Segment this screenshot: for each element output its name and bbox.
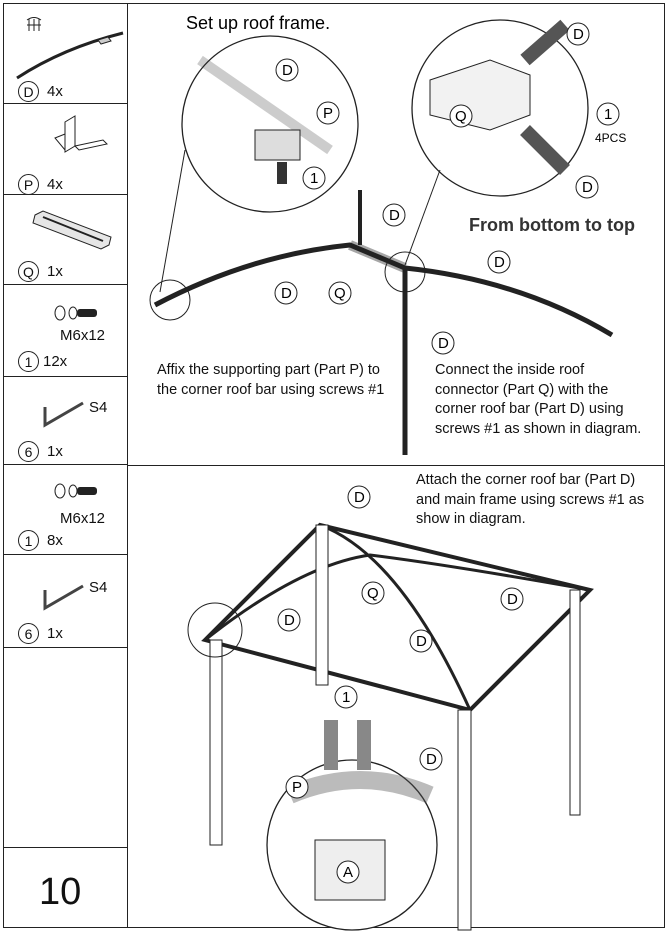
- svg-text:P: P: [292, 779, 302, 796]
- part-badge: 1 8x: [18, 530, 63, 551]
- part-badge: 6 1x: [18, 441, 63, 462]
- part-qty: 1x: [47, 263, 63, 280]
- svg-text:D: D: [416, 633, 427, 650]
- label-d: D: [347, 485, 371, 509]
- step-divider: [128, 465, 665, 466]
- svg-text:D: D: [426, 751, 437, 768]
- part-badge: Q 1x: [18, 261, 63, 282]
- roof-connector-icon: [32, 210, 112, 250]
- svg-text:Q: Q: [367, 585, 379, 602]
- label-q: Q: [449, 104, 473, 128]
- label-q: Q: [328, 281, 352, 305]
- label-p: P: [285, 775, 309, 799]
- step1-subtitle: From bottom to top: [469, 215, 635, 235]
- page-number: 10: [39, 871, 82, 913]
- svg-text:D: D: [354, 489, 365, 506]
- part-badge: P 4x: [18, 174, 63, 195]
- svg-text:D: D: [284, 612, 295, 629]
- label-d: D: [500, 587, 524, 611]
- part-cell-q: Q 1x: [3, 195, 127, 285]
- svg-text:D: D: [281, 285, 292, 302]
- svg-text:D: D: [507, 591, 518, 608]
- step1-note-left: Affix the supporting part (Part P) to th…: [157, 362, 385, 398]
- svg-text:Q: Q: [334, 285, 346, 302]
- part-qty: 12x: [43, 353, 68, 370]
- part-spec: M6x12: [60, 510, 106, 527]
- label-d: D: [274, 281, 298, 305]
- label-d: D: [431, 331, 455, 355]
- label-d: D: [277, 608, 301, 632]
- label-d: D: [382, 203, 406, 227]
- label-a: A: [336, 860, 360, 884]
- step2-note: Attach the corner roof bar (Part D) and …: [416, 472, 645, 527]
- allen-key-icon: [43, 584, 84, 611]
- svg-text:1: 1: [604, 106, 612, 123]
- label-p: P: [316, 101, 340, 125]
- label-1: 1: [596, 102, 620, 126]
- label-1: 1: [334, 685, 358, 709]
- part-cell-allen-key-2: S4 6 1x: [3, 555, 127, 648]
- empty-cell: [3, 648, 127, 848]
- part-id: 1: [18, 530, 39, 551]
- label-d: D: [575, 175, 599, 199]
- part-badge: D 4x: [18, 81, 63, 102]
- svg-text:P: P: [323, 105, 333, 122]
- pcs-label: 4PCS: [595, 131, 626, 145]
- svg-text:Q: Q: [455, 108, 467, 125]
- part-spec: S4: [89, 579, 108, 596]
- part-id: 6: [18, 441, 39, 462]
- part-id: 1: [18, 351, 39, 372]
- svg-text:1: 1: [310, 170, 318, 187]
- step2-diagram: D Q D D D 1 D P A: [187, 485, 594, 931]
- part-badge: 6 1x: [18, 623, 63, 644]
- svg-text:D: D: [438, 335, 449, 352]
- part-qty: 4x: [47, 83, 63, 100]
- part-qty: 1x: [47, 443, 63, 460]
- part-spec: S4: [89, 399, 108, 416]
- step1-diagram: D P 1 D Q 1 4PCS D D D Q D D From bottom…: [149, 13, 635, 455]
- step1-note-right: Connect the inside roof connector (Part …: [435, 362, 642, 437]
- svg-text:D: D: [573, 26, 584, 43]
- roof-bar-icon: [16, 17, 124, 80]
- part-spec: M6x12: [60, 327, 106, 344]
- part-id: 6: [18, 623, 39, 644]
- bracket-icon: [54, 115, 109, 153]
- svg-text:1: 1: [342, 689, 350, 706]
- allen-key-icon: [43, 401, 84, 428]
- label-q: Q: [361, 581, 385, 605]
- label-d: D: [275, 58, 299, 82]
- step1-title: Set up roof frame.: [186, 13, 330, 33]
- part-qty: 1x: [47, 625, 63, 642]
- part-id: D: [18, 81, 39, 102]
- label-d: D: [409, 629, 433, 653]
- svg-text:D: D: [282, 62, 293, 79]
- part-qty: 4x: [47, 176, 63, 193]
- screw-icon: [54, 483, 97, 499]
- part-cell-screw-2: M6x12 1 8x: [3, 465, 127, 555]
- part-qty: 8x: [47, 532, 63, 549]
- part-id: P: [18, 174, 39, 195]
- part-cell-p: P 4x: [3, 104, 127, 195]
- svg-text:D: D: [494, 254, 505, 271]
- svg-text:D: D: [582, 179, 593, 196]
- svg-text:D: D: [389, 207, 400, 224]
- part-cell-allen-key: S4 6 1x: [3, 377, 127, 465]
- part-id: Q: [18, 261, 39, 282]
- label-d: D: [566, 22, 590, 46]
- label-d: D: [419, 747, 443, 771]
- screw-icon: [54, 305, 97, 321]
- part-cell-d: D 4x: [3, 3, 127, 104]
- svg-text:A: A: [343, 864, 353, 881]
- label-d: D: [487, 250, 511, 274]
- label-1: 1: [302, 166, 326, 190]
